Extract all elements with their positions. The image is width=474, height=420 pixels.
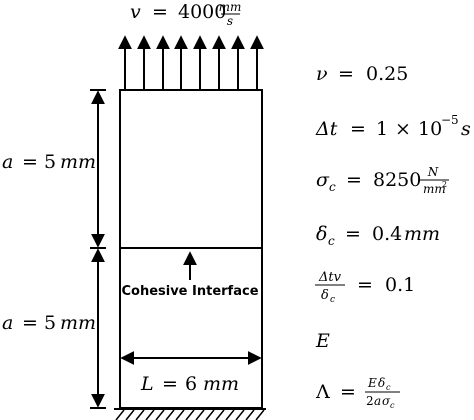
svg-text:0.1: 0.1	[385, 274, 415, 296]
svg-text:L: L	[140, 373, 154, 395]
svg-text:a: a	[374, 394, 381, 408]
svg-text:δ: δ	[378, 376, 385, 390]
svg-text:ν: ν	[316, 63, 328, 85]
param-sigma-c: σ c = 8250 N mm 2	[316, 165, 449, 196]
svg-text:5: 5	[44, 151, 56, 173]
svg-text:=: =	[338, 63, 354, 85]
svg-text:=: =	[162, 373, 178, 395]
svg-text:N: N	[427, 165, 439, 179]
svg-text:=: =	[357, 274, 373, 296]
width-dimension-label: L = 6 mm	[140, 373, 239, 395]
svg-text:=: =	[345, 223, 361, 245]
svg-text:c: c	[390, 401, 395, 410]
svg-text:c: c	[330, 295, 335, 305]
param-lambda: Λ = E δ c 2 a σ c	[315, 376, 400, 410]
svg-text:E: E	[367, 376, 377, 390]
dimension-label-upper: a = 5 mm	[2, 151, 96, 173]
param-E: E	[315, 330, 330, 352]
param-dt: Δt = 1 × 10 −5 s	[315, 113, 471, 140]
svg-text:mm: mm	[423, 182, 446, 196]
svg-text:10: 10	[418, 118, 442, 140]
svg-text:c: c	[329, 180, 336, 194]
param-ratio: Δtv δ c = 0.1	[315, 270, 415, 305]
svg-text:mm: mm	[219, 0, 242, 14]
svg-text:Δtv: Δtv	[318, 270, 342, 285]
cohesive-interface-label: Cohesive Interface	[121, 284, 258, 299]
svg-text:6: 6	[185, 373, 197, 395]
svg-text:mm: mm	[404, 223, 440, 245]
svg-text:E: E	[315, 330, 330, 352]
svg-text:=: =	[22, 312, 38, 334]
svg-text:5: 5	[44, 312, 56, 334]
svg-text:mm: mm	[60, 151, 96, 173]
svg-text:=: =	[340, 381, 356, 403]
svg-text:0.4: 0.4	[372, 223, 402, 245]
svg-text:mm: mm	[60, 312, 96, 334]
svg-text:a: a	[2, 312, 13, 334]
param-delta-c: δ c = 0.4 mm	[316, 223, 440, 248]
svg-text:×: ×	[395, 118, 411, 140]
svg-text:1: 1	[376, 118, 388, 140]
svg-text:−5: −5	[441, 113, 459, 127]
param-nu: ν = 0.25	[316, 63, 408, 85]
svg-text:c: c	[328, 234, 335, 248]
svg-text:s: s	[227, 14, 233, 28]
svg-text:mm: mm	[203, 373, 239, 395]
svg-text:0.25: 0.25	[366, 63, 408, 85]
svg-text:c: c	[386, 383, 391, 392]
svg-text:4000: 4000	[178, 1, 226, 23]
svg-text:δ: δ	[321, 288, 329, 303]
dimension-label-lower: a = 5 mm	[2, 312, 96, 334]
fixed-support-hatching	[114, 408, 266, 420]
svg-text:σ: σ	[316, 169, 330, 191]
svg-text:Δt: Δt	[315, 118, 338, 140]
svg-text:8250: 8250	[373, 169, 421, 191]
svg-text:v: v	[130, 1, 141, 23]
svg-text:2: 2	[442, 180, 447, 189]
svg-text:=: =	[152, 1, 168, 23]
svg-text:=: =	[22, 151, 38, 173]
velocity-arrows	[118, 35, 264, 90]
svg-text:=: =	[346, 169, 362, 191]
svg-text:σ: σ	[382, 394, 391, 408]
svg-text:a: a	[2, 151, 13, 173]
svg-text:2: 2	[366, 394, 374, 408]
svg-text:=: =	[350, 118, 366, 140]
svg-text:s: s	[461, 118, 471, 140]
velocity-label: v = 4000 mm s	[130, 0, 241, 28]
svg-text:Λ: Λ	[315, 381, 330, 403]
left-dimension-lines	[90, 89, 106, 409]
svg-text:δ: δ	[316, 223, 327, 245]
